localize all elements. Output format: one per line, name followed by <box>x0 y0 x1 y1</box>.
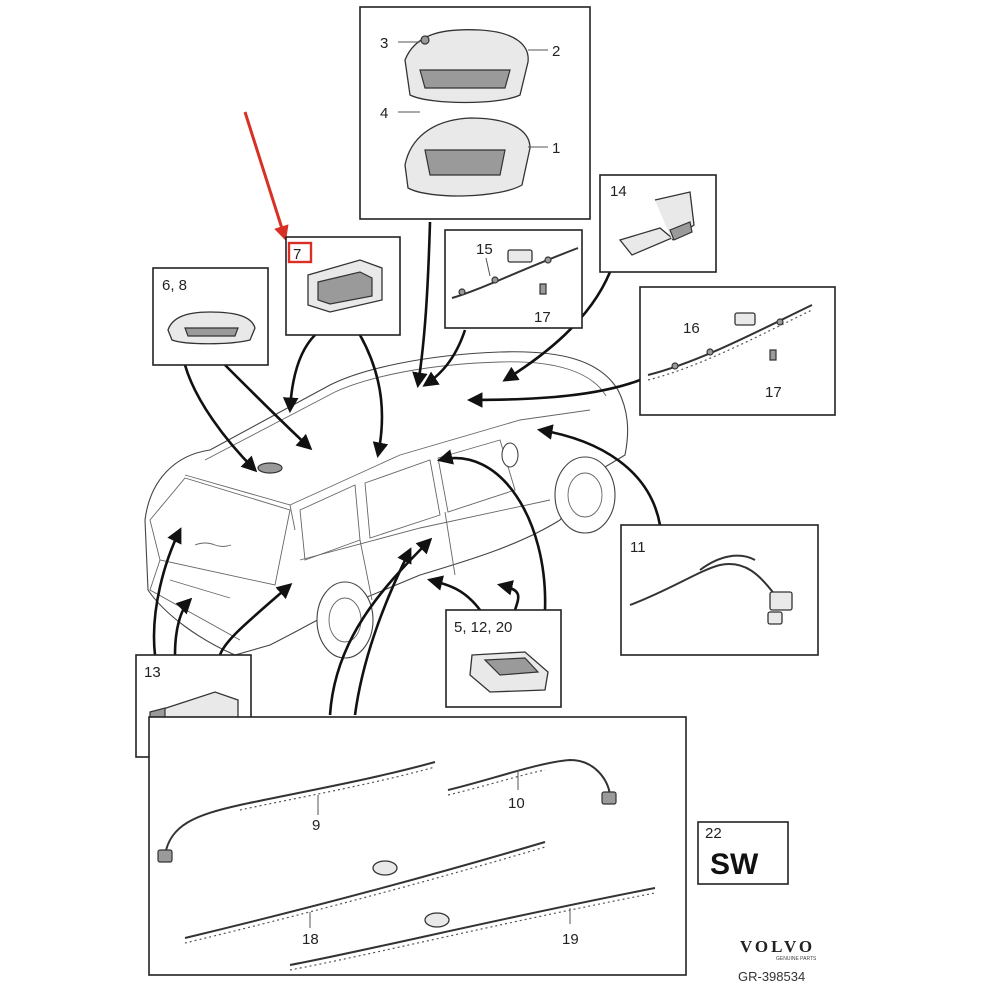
brand-sub: GENUINE PARTS <box>776 956 817 962</box>
callout-14: 14 <box>610 183 627 200</box>
callout-13: 13 <box>144 664 161 681</box>
callout-box-15: 15 17 <box>444 229 583 329</box>
brand-block: VOLVO GENUINE PARTS GR-398534 <box>738 937 817 984</box>
callout-4: 4 <box>380 105 388 122</box>
callout-box-11: 11 <box>620 524 819 656</box>
callout-15: 15 <box>476 241 493 258</box>
callout-9: 9 <box>312 817 320 834</box>
callout-5-12-20: 5, 12, 20 <box>454 619 512 636</box>
callout-7: 7 <box>293 246 301 263</box>
callout-2: 2 <box>552 43 560 60</box>
callout-box-1-4: 3 2 4 1 <box>359 6 591 220</box>
callout-1: 1 <box>552 140 560 157</box>
highlight-frame <box>287 241 313 264</box>
vehicle-illustration <box>144 351 629 659</box>
callout-17-b: 17 <box>765 384 782 401</box>
callout-box-5-12-20: 5, 12, 20 <box>445 609 562 708</box>
callout-box-harnesses: 9 10 18 19 <box>148 716 687 976</box>
brand-logo: VOLVO <box>740 937 815 956</box>
callout-18: 18 <box>302 931 319 948</box>
diagram-code: GR-398534 <box>738 969 805 984</box>
callout-box-22: 22 SW <box>697 821 789 885</box>
callout-11: 11 <box>630 539 646 556</box>
callout-19: 19 <box>562 931 579 948</box>
callout-3: 3 <box>380 35 388 52</box>
pointer-arrows <box>152 111 662 716</box>
callout-box-14: 14 <box>599 174 717 273</box>
callout-16: 16 <box>683 320 700 337</box>
callout-box-16: 16 17 <box>639 286 836 416</box>
callout-10: 10 <box>508 795 525 812</box>
software-label: SW <box>710 848 759 881</box>
callout-6-8: 6, 8 <box>162 277 187 294</box>
callout-box-6-8: 6, 8 <box>152 267 269 366</box>
callout-box-7: 7 <box>285 236 401 336</box>
highlight-arrow <box>243 111 289 241</box>
callout-22: 22 <box>705 825 722 842</box>
callout-17-a: 17 <box>534 309 551 326</box>
